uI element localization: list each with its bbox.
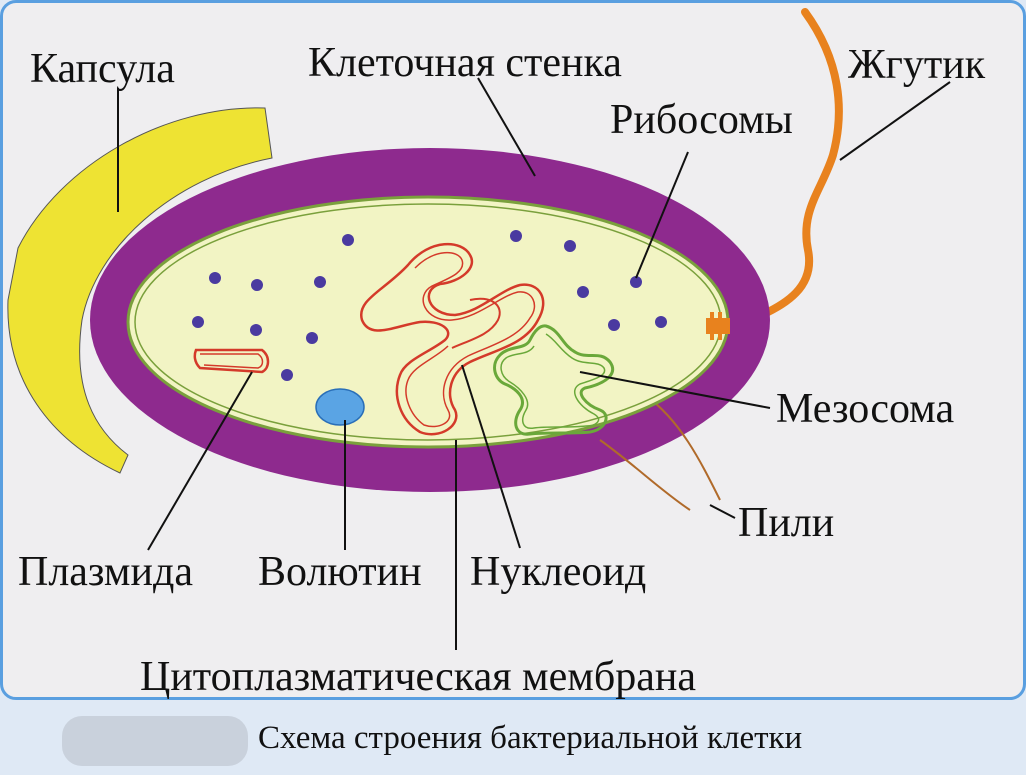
label-flagellum: Жгутик (848, 42, 986, 88)
label-volutin: Волютин (258, 549, 422, 595)
figure-caption: Схема строения бактериальной клетки (258, 720, 803, 756)
label-ribosomes: Рибосомы (610, 97, 793, 143)
bacterial-cell-diagram: Капсула Клеточная стенка Жгутик Рибосомы… (7, 8, 986, 700)
label-nucleoid: Нуклеоид (470, 549, 646, 595)
label-plasmid: Плазмида (18, 549, 193, 595)
nucleoid (359, 243, 545, 436)
flagellum (711, 8, 843, 332)
caption-blank-patch (62, 716, 248, 766)
label-cell-wall: Клеточная стенка (308, 40, 622, 86)
label-cytoplasmic-membrane: Цитоплазматическая мембрана (140, 654, 696, 700)
capsule (7, 107, 273, 474)
volutin (315, 388, 365, 426)
label-pili: Пили (738, 500, 834, 546)
label-capsule: Капсула (30, 46, 175, 92)
pilus (599, 439, 691, 511)
mesosome (493, 324, 614, 436)
plasmid (193, 348, 270, 374)
label-mesosome: Мезосома (776, 386, 954, 432)
leader-lines (117, 77, 951, 650)
ribosomes (192, 230, 667, 381)
